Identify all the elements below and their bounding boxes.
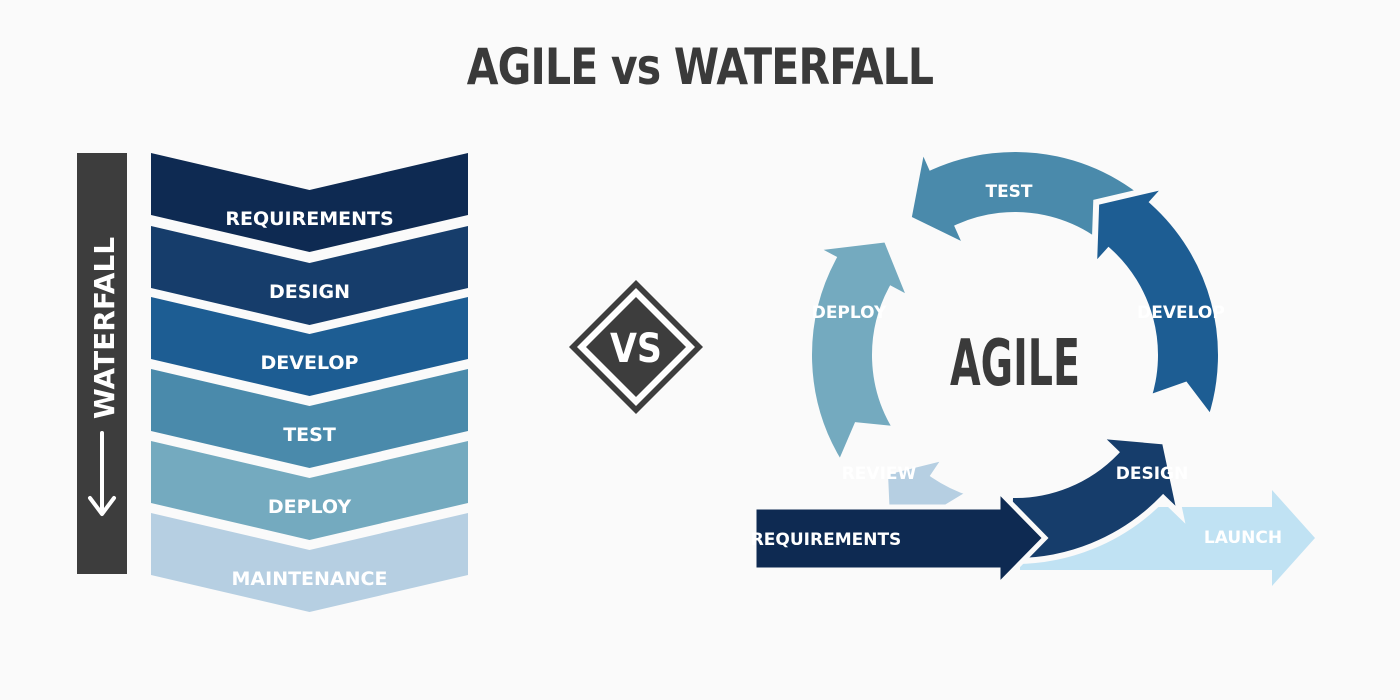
- vs-label: VS: [610, 326, 662, 372]
- requirements-arrow: [751, 483, 1049, 593]
- waterfall-step-label-test: TEST: [283, 424, 336, 446]
- vs-badge: VS: [569, 280, 703, 414]
- agile-arrow-deploy: [803, 235, 917, 471]
- waterfall-step-label-develop: DEVELOP: [261, 352, 359, 374]
- agile-arrow-design: [1004, 431, 1186, 564]
- launch-arrow-label: LAUNCH: [1204, 528, 1282, 548]
- agile-label-deploy: DEPLOY: [812, 303, 887, 323]
- agile-label-test: TEST: [985, 182, 1032, 202]
- waterfall-step-develop: [151, 297, 468, 396]
- agile-label-develop: DEVELOP: [1137, 303, 1225, 323]
- page-title: AGILE vs WATERFALL: [466, 38, 934, 96]
- waterfall-step-requirements: [151, 153, 468, 252]
- waterfall-steps: REQUIREMENTS DESIGN DEVELOP TEST DEPLOY MAINT…: [151, 153, 468, 612]
- agile-arrow-develop: [1090, 180, 1224, 426]
- agile-label-design: DESIGN: [1116, 464, 1188, 484]
- requirements-arrow-label: REQUIREMENTS: [751, 530, 902, 550]
- waterfall-step-deploy: [151, 441, 468, 540]
- waterfall-step-label-maintenance: MAINTENANCE: [232, 568, 388, 590]
- waterfall-step-label-design: DESIGN: [269, 281, 350, 303]
- waterfall-step-label-requirements: REQUIREMENTS: [225, 208, 393, 230]
- agile-center-label: AGILE: [950, 327, 1080, 401]
- agile-label-review: REVIEW: [842, 464, 917, 484]
- waterfall-bar-label: WATERFALL: [88, 237, 121, 419]
- waterfall-step-label-deploy: DEPLOY: [268, 496, 352, 518]
- waterfall-side-bar: WATERFALL: [77, 153, 127, 574]
- down-arrow-icon: [88, 431, 116, 516]
- waterfall-step-maintenance: [151, 513, 468, 612]
- agile-cycle: TEST DEVELOP DESIGN REVIEW DEPLOY REQUIREMENT…: [751, 136, 1315, 593]
- waterfall-step-design: [151, 226, 468, 325]
- waterfall-step-test: [151, 369, 468, 468]
